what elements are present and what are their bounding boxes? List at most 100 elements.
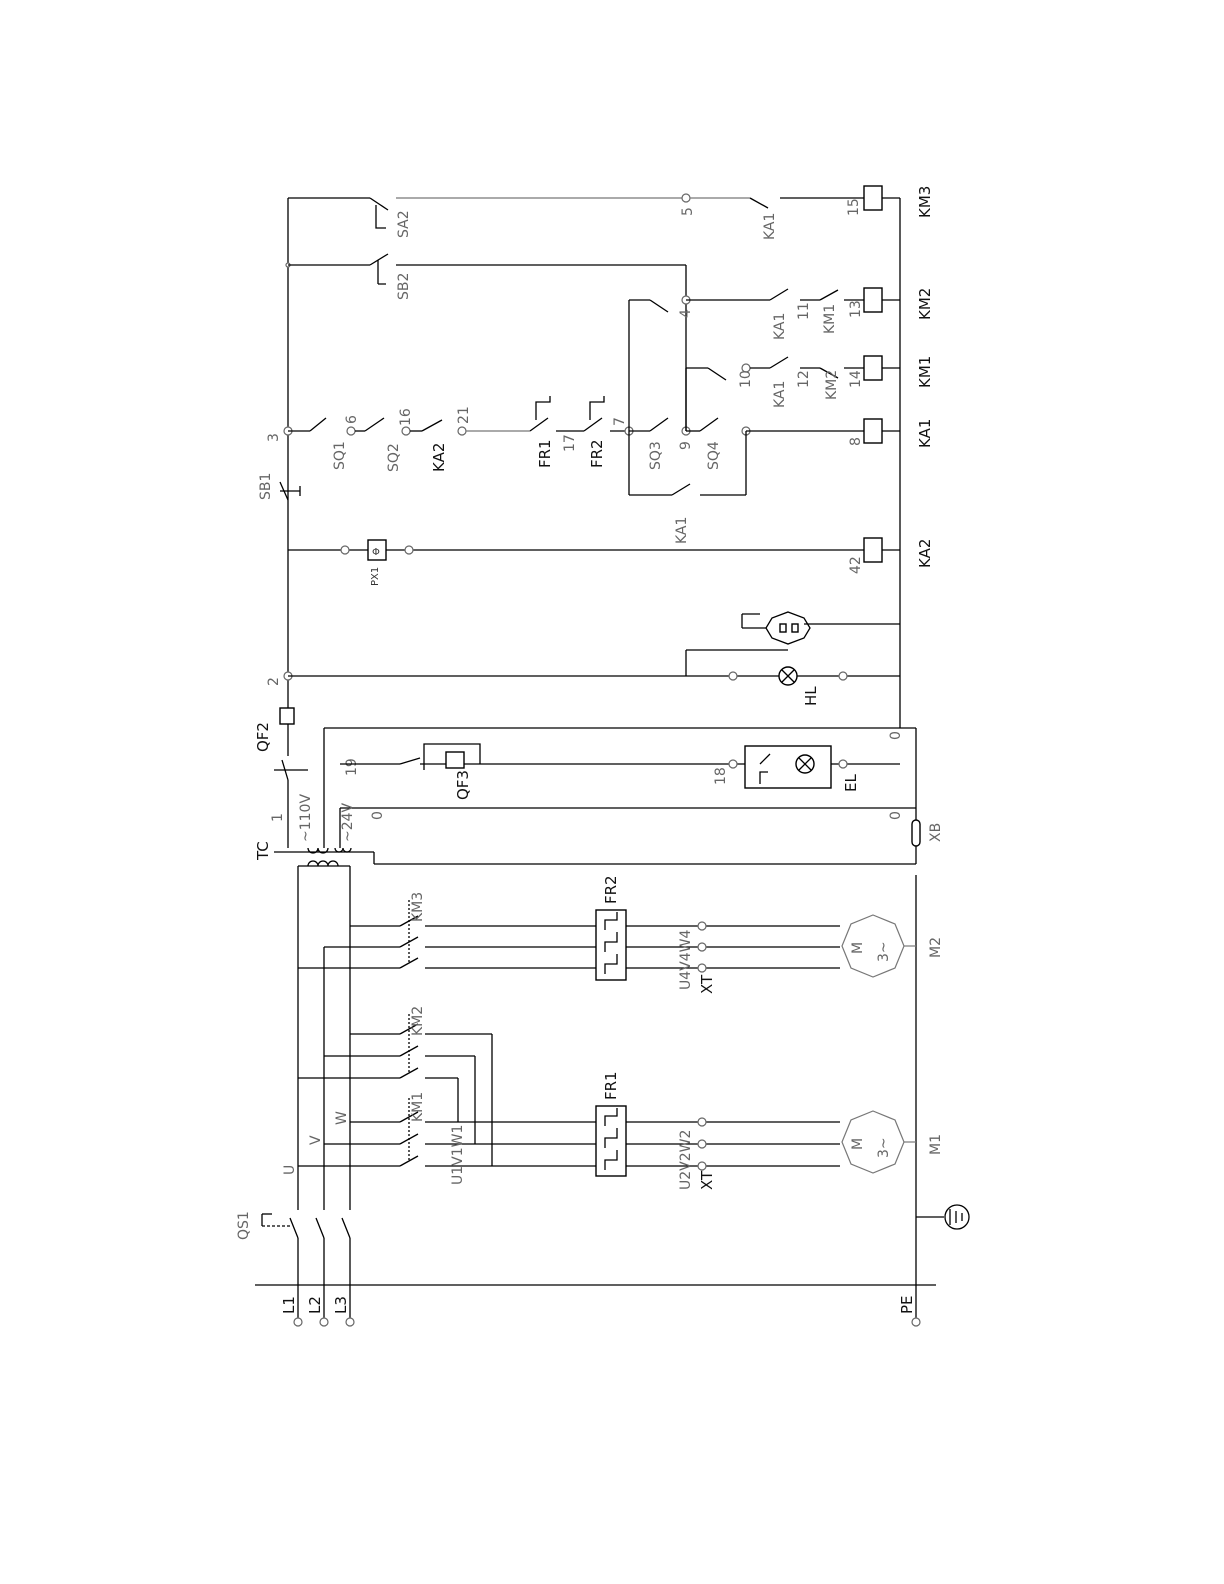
sq3-label: SQ3	[648, 441, 664, 470]
bus-w-label: W	[334, 1111, 350, 1125]
m1-terminal-label: U2V2W2	[678, 1130, 694, 1190]
km3-power-label: KM3	[410, 892, 426, 922]
sb2-rung	[286, 254, 686, 284]
qf3-label: QF3	[454, 770, 472, 800]
motor-m1: M 3~	[842, 1111, 904, 1173]
m2-phase-symbol: 3~	[876, 941, 892, 962]
zero-b-label: 0	[888, 811, 904, 820]
node-6-label: 6	[344, 415, 360, 424]
xb-connector	[912, 820, 920, 846]
l1-label: L1	[280, 1296, 298, 1314]
v24-label: ~24V	[340, 802, 356, 842]
km2-power-label: KM2	[410, 1006, 426, 1036]
node-4-label: 4	[678, 309, 694, 318]
node-14-label: 14	[848, 370, 864, 388]
m1-xt-label: XT	[698, 1170, 716, 1190]
node-1-label: 1	[270, 813, 286, 822]
qf2-label: QF2	[254, 722, 272, 752]
motor-m2-circuit: KM3 FR2 U4V4W4 XT M 3~ M2	[298, 875, 944, 994]
zero-a-label: 0	[370, 811, 386, 820]
el-label: EL	[842, 774, 860, 792]
sq4-label: SQ4	[706, 441, 722, 470]
bus-u-label: U	[282, 1165, 298, 1175]
node-8-label: 8	[848, 437, 864, 446]
m1-phase-symbol: 3~	[876, 1137, 892, 1158]
bus-v-label: V	[308, 1135, 324, 1145]
v110-label: ~110V	[298, 794, 314, 842]
motor-m2: M 3~	[842, 915, 904, 977]
km3-coil-label: KM3	[916, 186, 934, 218]
node-2-label: 2	[266, 677, 282, 686]
u1v1w1-label: U1V1W1	[450, 1125, 466, 1185]
node-15-label: 15	[846, 198, 862, 216]
m1-motor-symbol: M	[850, 1138, 866, 1150]
svg-text:Φ: Φ	[372, 547, 380, 558]
l3-terminal	[346, 1318, 354, 1326]
socket-outlet	[686, 612, 900, 676]
km1-coil-label: KM1	[916, 356, 934, 388]
m2-terminal-label: U4V4W4	[678, 930, 694, 990]
ka1-parallel-label: KA1	[674, 517, 690, 544]
node-21-label: 21	[456, 406, 472, 424]
node-11-label: 11	[796, 302, 812, 320]
m2-xt-label: XT	[698, 974, 716, 994]
sb1-label: SB1	[258, 473, 274, 500]
ka2-contact-label: KA2	[430, 443, 448, 472]
km1-power-label: KM1	[410, 1092, 426, 1122]
node-9-label: 9	[678, 441, 694, 450]
node-17-label: 17	[562, 434, 578, 452]
l2-terminal	[320, 1318, 328, 1326]
pe-terminal	[912, 1318, 920, 1326]
m2-label: M2	[928, 937, 944, 958]
m2-motor-symbol: M	[850, 942, 866, 954]
node-18-label: 18	[713, 767, 729, 785]
ka2-coil-label: KA2	[916, 539, 934, 568]
px1-label: PX1	[370, 567, 381, 586]
zero-c-label: 0	[888, 731, 904, 740]
km2-rung	[629, 265, 900, 431]
fr2-thermal-relay	[596, 910, 626, 980]
l2-label: L2	[306, 1296, 324, 1314]
node-3-label: 3	[266, 433, 282, 442]
l1-terminal	[294, 1318, 302, 1326]
node-16-label: 16	[398, 408, 414, 426]
node-10-label: 10	[738, 370, 754, 388]
fr1-contact-label: FR1	[536, 439, 554, 468]
ka2-rung: Φ	[288, 538, 900, 562]
sa2-label: SA2	[396, 210, 412, 238]
km1-rung3-label: KM1	[822, 304, 838, 334]
ground-icon	[916, 1205, 969, 1229]
fr1-power-label: FR1	[602, 1071, 620, 1100]
km2-coil-label: KM2	[916, 288, 934, 320]
node-13-label: 13	[848, 300, 864, 318]
hl-label: HL	[802, 686, 820, 706]
ka1-rung3-label: KA1	[772, 313, 788, 340]
qs1-label: QS1	[236, 1211, 252, 1240]
ka1-rung2-label: KA1	[772, 381, 788, 408]
ka1-coil-label: KA1	[916, 419, 934, 448]
xb-label: XB	[928, 823, 944, 842]
km3-rung	[288, 186, 900, 228]
sb2-label: SB2	[396, 273, 412, 300]
node-12-label: 12	[796, 370, 812, 388]
m1-label: M1	[928, 1134, 944, 1155]
km2-rung2-label: KM2	[824, 370, 840, 400]
motor-m1-circuit: KM1 KM2 U1V1W1 FR1 U2V2W2 XT M 3~	[298, 1006, 944, 1190]
hl-indicator-lamp	[288, 667, 900, 685]
fr2-contact-label: FR2	[588, 439, 606, 468]
sq1-label: SQ1	[332, 441, 348, 470]
qf2-breaker	[274, 676, 308, 780]
qs1-switch	[262, 1214, 350, 1238]
pe-label: PE	[898, 1295, 916, 1314]
tc-label: TC	[254, 841, 272, 861]
node-19-label: 19	[344, 758, 360, 776]
fr2-power-label: FR2	[602, 875, 620, 904]
ka1-rung4-label: KA1	[762, 213, 778, 240]
node-7-label: 7	[612, 417, 628, 426]
node-42-label: 42	[848, 556, 864, 574]
qf3-el-circuit	[340, 744, 900, 788]
fr1-thermal-relay	[596, 1106, 626, 1176]
sb1-button	[280, 482, 300, 500]
